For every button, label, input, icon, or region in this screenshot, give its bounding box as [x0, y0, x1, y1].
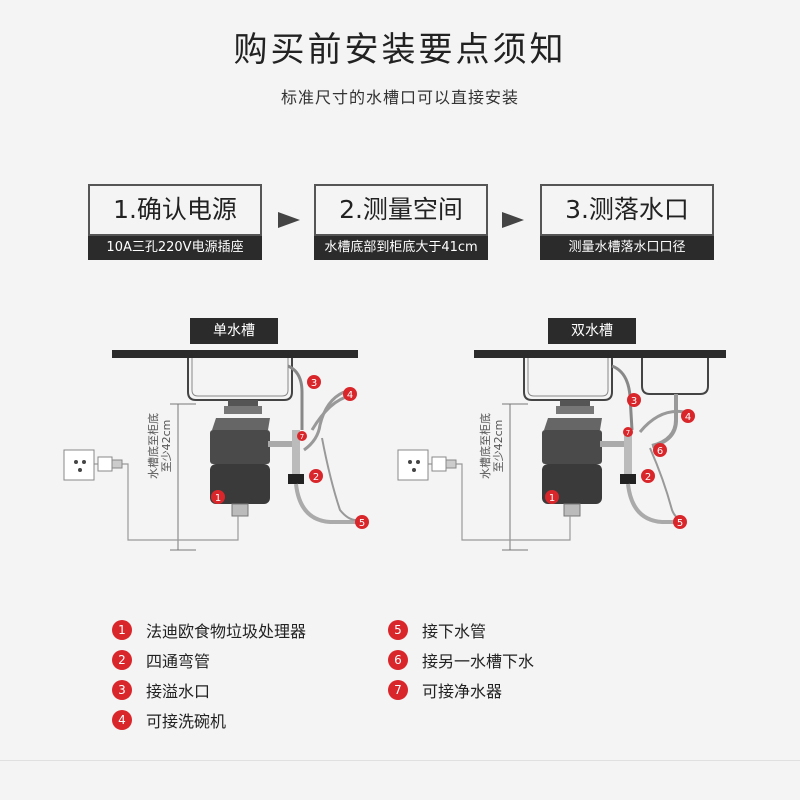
disposer-top: [212, 418, 270, 430]
svg-text:2: 2: [313, 472, 319, 483]
svg-text:4: 4: [347, 390, 353, 401]
svg-text:4: 4: [685, 412, 691, 423]
legend-item-7: 7 可接净水器: [388, 678, 502, 702]
single-measure-label: 水槽底至柜底 至少42cm: [147, 411, 175, 481]
svg-text:6: 6: [657, 446, 663, 457]
legend-item-3: 3 接溢水口: [112, 678, 210, 702]
step-1-title: 1.确认电源: [88, 184, 262, 236]
badge-1: [211, 490, 225, 504]
step-2-title: 2.测量空间: [314, 184, 488, 236]
legend-item-2: 2 四通弯管: [112, 648, 210, 672]
legend-text: 接下水管: [422, 622, 487, 641]
step-1: 1.确认电源 10A三孔220V电源插座: [88, 184, 262, 260]
measure-line2: 至少42cm: [160, 419, 173, 473]
double-sink-label: 双水槽: [548, 318, 636, 344]
sink-basin: [187, 358, 293, 401]
double-sink-diagram: 1 2 3 4 5 6 7: [397, 350, 726, 551]
badge-7: [297, 431, 307, 441]
power-socket-icon: [63, 449, 95, 481]
badge-icon: 6: [388, 650, 408, 670]
disposer-body: [210, 430, 270, 464]
legend-item-6: 6 接另一水槽下水: [388, 648, 534, 672]
badge-5: [355, 515, 369, 529]
badge-icon: 5: [388, 620, 408, 640]
step-3-desc: 测量水槽落水口口径: [540, 236, 714, 260]
badge-icon: 2: [112, 650, 132, 670]
step-1-desc: 10A三孔220V电源插座: [88, 236, 262, 260]
arrow-right-icon: [502, 212, 524, 228]
legend-text: 法迪欧食物垃圾处理器: [146, 622, 307, 641]
badge-icon: 1: [112, 620, 132, 640]
measure-line1: 水槽底至柜底: [147, 413, 160, 479]
page-subtitle: 标准尺寸的水槽口可以直接安装: [280, 88, 519, 107]
legend-text: 可接净水器: [422, 682, 503, 701]
step-2: 2.测量空间 水槽底部到柜底大于41cm: [314, 184, 488, 260]
double-measure-label: 水槽底至柜底 至少42cm: [479, 411, 507, 481]
measure-line1: 水槽底至柜底: [479, 413, 492, 479]
svg-text:7: 7: [300, 433, 304, 441]
legend-text: 可接洗碗机: [146, 712, 227, 731]
legend-item-5: 5 接下水管: [388, 618, 486, 642]
badge-3: [307, 375, 321, 389]
power-socket-icon: [397, 449, 429, 481]
badge-icon: 7: [388, 680, 408, 700]
svg-text:2: 2: [645, 472, 651, 483]
badge-4: [343, 387, 357, 401]
legend-item-1: 1 法迪欧食物垃圾处理器: [112, 618, 306, 642]
step-3: 3.测落水口 测量水槽落水口口径: [540, 184, 714, 260]
svg-text:5: 5: [359, 518, 365, 529]
svg-text:3: 3: [631, 396, 637, 407]
badge-icon: 3: [112, 680, 132, 700]
legend-text: 四通弯管: [146, 652, 211, 671]
divider: [0, 760, 800, 761]
overflow-hose: [287, 364, 304, 430]
legend-text: 接溢水口: [146, 682, 211, 701]
step-2-desc: 水槽底部到柜底大于41cm: [314, 236, 488, 260]
svg-text:3: 3: [311, 378, 317, 389]
single-sink-label: 单水槽: [190, 318, 278, 344]
badge-icon: 4: [112, 710, 132, 730]
countertop: [474, 350, 726, 358]
legend-text: 接另一水槽下水: [422, 652, 535, 671]
arrow-right-icon: [278, 212, 300, 228]
installation-diagram: 1 2 3 4 5 7: [63, 350, 726, 551]
countertop: [112, 350, 358, 358]
badge-2: [309, 469, 323, 483]
svg-text:1: 1: [549, 493, 555, 504]
step-3-title: 3.测落水口: [540, 184, 714, 236]
measure-line2: 至少42cm: [492, 419, 505, 473]
legend-item-4: 4 可接洗碗机: [112, 708, 226, 732]
single-sink-diagram: 1 2 3 4 5 7: [63, 350, 369, 551]
page-title: 购买前安装要点须知: [233, 30, 567, 70]
svg-text:5: 5: [677, 518, 683, 529]
svg-text:1: 1: [215, 493, 221, 504]
svg-text:7: 7: [626, 429, 630, 437]
